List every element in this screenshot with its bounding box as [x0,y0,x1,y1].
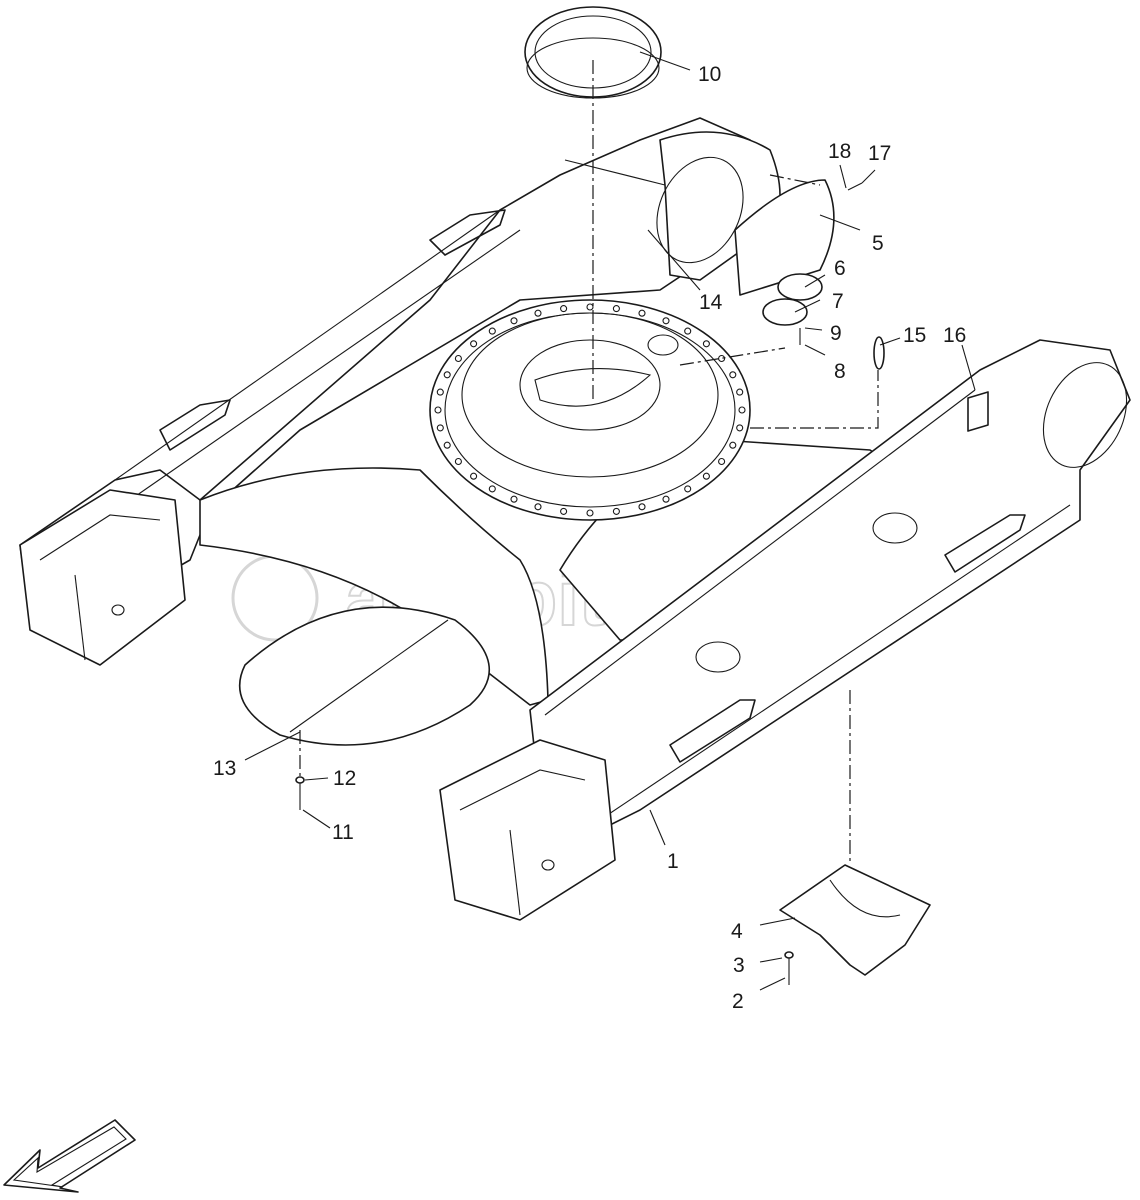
track-guard [779,864,931,976]
bolt-hole [510,495,518,503]
bolt-hole [702,472,710,480]
bolt-hole [560,507,568,515]
front-direction-arrow [3,1119,136,1193]
callout-labels: 1 2 3 4 5 6 7 8 9 10 11 12 13 14 15 16 1… [213,63,966,1013]
bolt-hole [586,509,594,517]
right-track-frame [439,339,1131,921]
bolt-hole [729,371,737,379]
callout-17: 17 [868,142,891,165]
bolt-hole [534,503,542,511]
callout-7: 7 [832,290,844,313]
bolt-hole [488,485,496,493]
bolt-hole [736,424,744,432]
callout-5: 5 [872,232,884,255]
callout-14: 14 [699,291,723,314]
bolt-hole [662,495,670,503]
bolt-hole [702,340,710,348]
bolt-ring [434,303,746,517]
bolt-hole [612,305,620,313]
small-covers [762,273,823,326]
callout-9: 9 [830,322,842,345]
bolt-hole [470,472,478,480]
bolt-hole [488,327,496,335]
bolt-hole [718,354,726,363]
callout-1: 1 [667,850,679,873]
bolt-hole [436,388,444,396]
bolt-hole [736,388,744,396]
bolt-hole [436,424,444,432]
callout-15: 15 [903,324,926,347]
bolt-hole [443,441,451,449]
callout-10: 10 [698,63,721,86]
callout-6: 6 [834,257,846,280]
bolt-hole [470,340,478,348]
bolt-hole [638,309,646,317]
callout-13: 13 [213,757,236,780]
bolt-hole [729,441,737,449]
bolt-hole [612,507,620,515]
bolt-hole [718,457,726,466]
callout-3: 3 [733,954,745,977]
bolt-hole [560,305,568,313]
bolt-hole [510,317,518,325]
bolt-hole [534,309,542,317]
callout-8: 8 [834,360,846,383]
bolt-hole [443,371,451,379]
assembly-lines [299,60,879,862]
bolt-hole [434,406,442,414]
callout-12: 12 [333,767,356,790]
callout-leaders [244,51,976,991]
callout-18: 18 [828,140,851,163]
bolt-hole [638,503,646,511]
callout-11: 11 [332,821,354,844]
callout-16: 16 [943,324,966,347]
bolt-hole [454,354,462,363]
bolt-hole [684,485,692,493]
bolt-hole [738,406,746,414]
under-cover-plate [238,606,491,746]
callout-4: 4 [731,920,743,943]
bolt-hole [586,303,594,311]
hardware-bolts [295,182,885,985]
bolt-hole [684,327,692,335]
side-cover [734,179,835,296]
bolt-hole [662,317,670,325]
callout-2: 2 [732,990,744,1013]
bolt-hole [454,457,462,466]
